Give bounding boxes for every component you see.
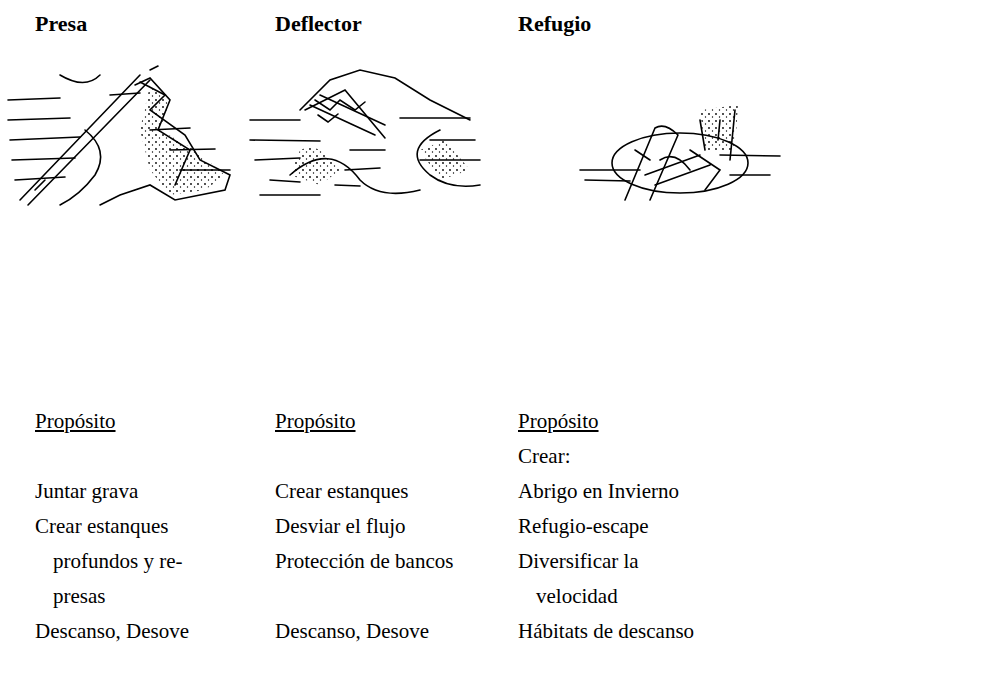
purpose-item: Diversificar la velocidad: [518, 544, 716, 614]
dam-sketch: [8, 66, 230, 205]
purpose-item: Refugio-escape: [518, 509, 649, 544]
purpose-item: Abrigo en Invierno: [518, 474, 679, 509]
section-heading: Propósito: [35, 404, 116, 439]
column-title: Deflector: [275, 6, 362, 41]
section-heading: Propósito: [275, 404, 356, 439]
purpose-item: Juntar grava: [35, 474, 138, 509]
shelter-sketch: [580, 105, 780, 200]
deflector-sketch: [250, 70, 480, 195]
purpose-item: Desviar el flujo: [275, 509, 406, 544]
purpose-item: Descanso, Desove: [275, 614, 429, 649]
column-title: Refugio: [518, 6, 591, 41]
purpose-item: Crear estanques: [275, 474, 409, 509]
purpose-item: Hábitats de descanso: [518, 614, 694, 649]
purpose-item: Crear estanques profundos y re-presas: [35, 509, 228, 614]
purpose-item: Crear:: [518, 439, 570, 474]
column-title: Presa: [35, 6, 87, 41]
purpose-item: Descanso, Desove: [35, 614, 189, 649]
purpose-item: Protección de bancos: [275, 544, 453, 579]
section-heading: Propósito: [518, 404, 599, 439]
